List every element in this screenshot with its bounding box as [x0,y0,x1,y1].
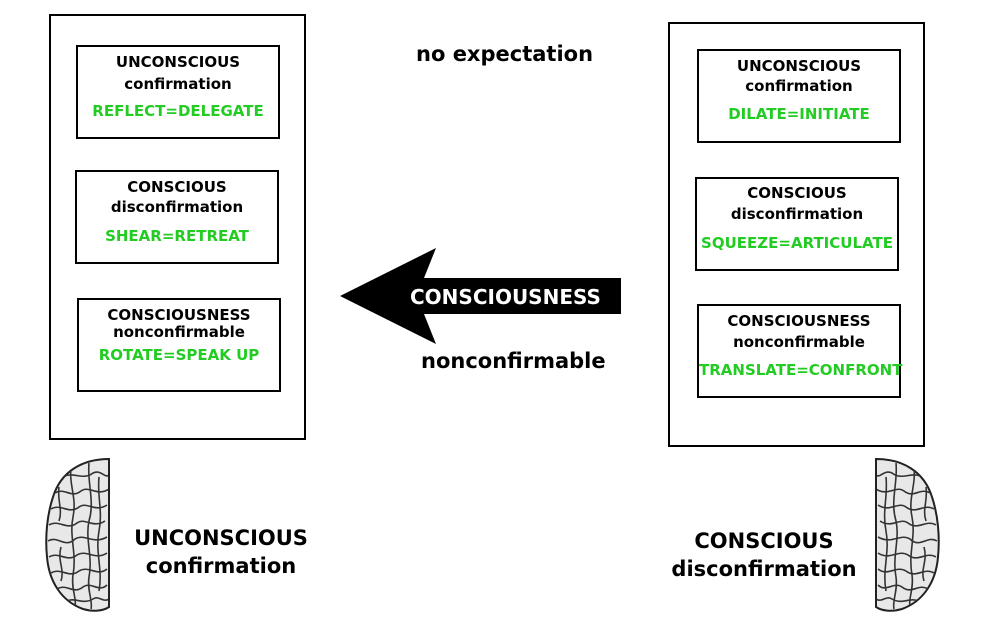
card-subtitle: disconfirmation [730,205,864,223]
card-action: ROTATE=SPEAK UP [98,346,260,364]
card-subtitle: disconfirmation [110,198,244,216]
card-title: UNCONSCIOUS [736,57,862,75]
card-action: DILATE=INITIATE [728,105,870,123]
bottom-right-line2: disconfirmation [671,557,857,581]
brain-right-hemisphere-icon [875,457,940,612]
bottom-right-line1: CONSCIOUS [694,529,834,553]
center-top-label: no expectation [416,42,594,66]
card-title: CONSCIOUS [747,184,847,202]
right-card-unconscious: UNCONSCIOUS confirmation DILATE=INITIATE [697,49,901,143]
card-action: TRANSLATE=CONFRONT [699,361,903,379]
left-card-consciousness: CONSCIOUSNESS nonconfirmable ROTATE=SPEA… [77,298,281,392]
card-action: SQUEEZE=ARTICULATE [701,234,893,252]
card-subtitle: nonconfirmable [733,333,865,351]
center-bottom-label: nonconfirmable [421,349,606,373]
right-card-consciousness: CONSCIOUSNESS nonconfirmable TRANSLATE=C… [697,304,903,398]
card-subtitle: confirmation [745,77,853,95]
card-action: REFLECT=DELEGATE [92,102,264,120]
card-title: CONSCIOUSNESS [727,312,871,330]
left-card-unconscious: UNCONSCIOUS confirmation REFLECT=DELEGAT… [76,45,280,139]
bottom-left-line1: UNCONSCIOUS [134,526,308,550]
brain-left-hemisphere-icon [45,457,110,612]
right-card-conscious: CONSCIOUS disconfirmation SQUEEZE=ARTICU… [695,177,899,271]
card-title: CONSCIOUS [127,178,227,196]
bottom-right-label: CONSCIOUS disconfirmation [666,527,862,583]
bottom-left-line2: confirmation [145,554,297,578]
bottom-left-label: UNCONSCIOUS confirmation [127,524,315,580]
arrow-label: CONSCIOUSNESS [410,285,601,309]
left-card-conscious: CONSCIOUS disconfirmation SHEAR=RETREAT [75,170,279,264]
card-title: UNCONSCIOUS [115,53,241,71]
card-title: CONSCIOUSNESS [107,306,251,324]
card-subtitle: nonconfirmable [113,323,245,341]
card-subtitle: confirmation [124,75,232,93]
card-action: SHEAR=RETREAT [105,227,249,245]
